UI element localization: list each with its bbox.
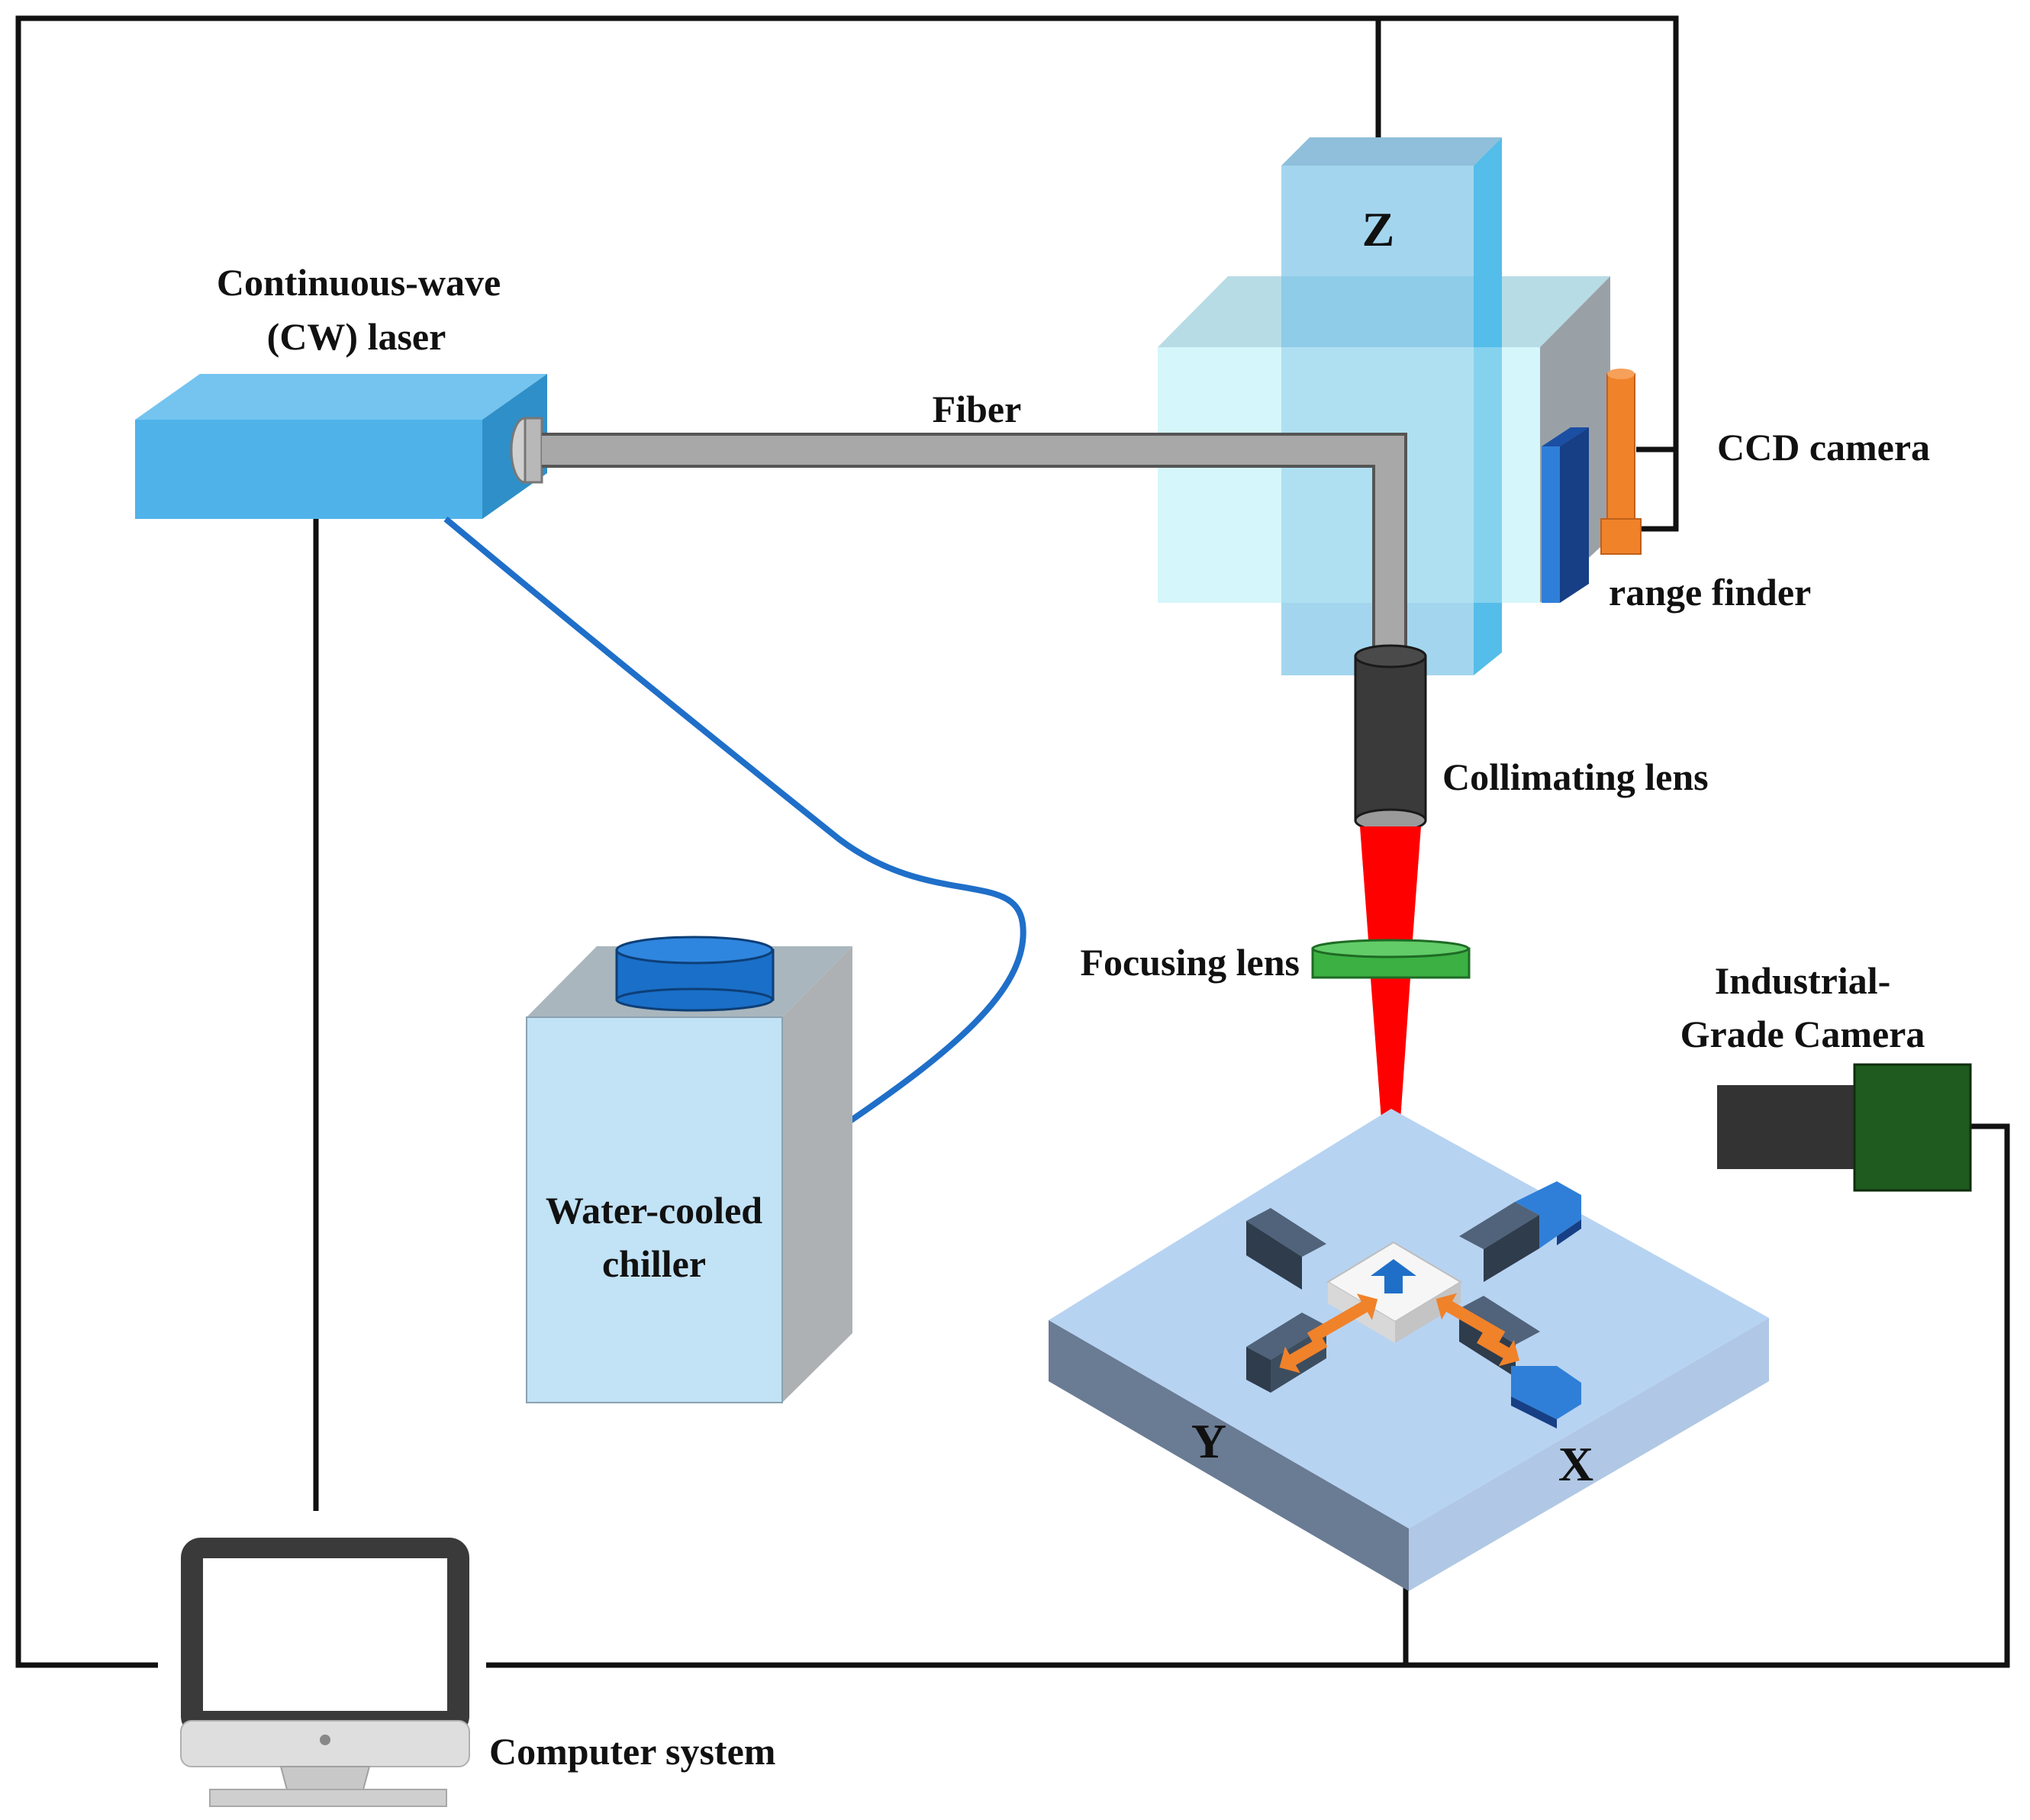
water-hose: [443, 516, 1026, 1129]
laser-beam-upper: [1360, 826, 1421, 950]
industrial-camera-body: [1853, 1063, 1972, 1192]
collimating-lens: [1354, 644, 1427, 833]
z-column-top: [1281, 137, 1502, 166]
fiber-label: Fiber: [933, 388, 1022, 430]
computer-right-wire: [486, 1123, 2010, 1668]
up-arrow-icon: [1371, 1259, 1416, 1293]
chiller-label-line1: Water-cooled: [546, 1189, 762, 1232]
stage-left-side: [1049, 1320, 1409, 1591]
industrial-camera-label-line1: Industrial-: [1715, 959, 1891, 1002]
range-finder-body: [1542, 446, 1560, 603]
fiber: [542, 433, 1407, 652]
focusing-lens: [1311, 939, 1471, 979]
chiller-side: [782, 946, 852, 1403]
laser-label-line2: (CW) laser: [267, 315, 446, 358]
cw-laser: [135, 374, 547, 519]
xy-stage: Y X: [1049, 1109, 1769, 1591]
laser-label-line1: Continuous-wave: [217, 261, 501, 304]
range-finder: [1542, 427, 1589, 603]
monitor-base: [209, 1789, 447, 1807]
collimating-lens-label: Collimating lens: [1442, 755, 1709, 798]
y-axis-label: Y: [1191, 1414, 1226, 1468]
computer-label: Computer system: [489, 1730, 775, 1773]
range-finder-label: range finder: [1609, 571, 1811, 614]
water-cooled-chiller: [526, 936, 852, 1403]
double-arrow-icon-x: [1436, 1293, 1519, 1367]
stage-right-side: [1409, 1318, 1769, 1591]
z-axis-label: Z: [1362, 202, 1395, 256]
chiller-label-line2: chiller: [602, 1242, 706, 1285]
industrial-camera-label-line2: Grade Camera: [1680, 1013, 1925, 1055]
ccd-camera-body: [1606, 373, 1635, 520]
laser-front: [135, 420, 482, 519]
x-axis-label: X: [1558, 1437, 1593, 1491]
focusing-lens-label: Focusing lens: [1080, 941, 1300, 984]
z-column-side: [1474, 137, 1502, 675]
laser-top: [135, 374, 547, 420]
outer-loop-wire: [15, 15, 1679, 1668]
ccd-camera-label: CCD camera: [1717, 426, 1930, 469]
monitor-screen: [203, 1558, 447, 1711]
chiller-front: [526, 1016, 783, 1403]
industrial-camera-lens: [1717, 1085, 1854, 1169]
double-arrow-icon-y: [1279, 1293, 1378, 1374]
industrial-grade-camera: [1717, 1063, 1972, 1192]
monitor-icon: [180, 1538, 470, 1807]
monitor-stand: [279, 1766, 371, 1790]
ccd-camera: [1600, 369, 1642, 555]
